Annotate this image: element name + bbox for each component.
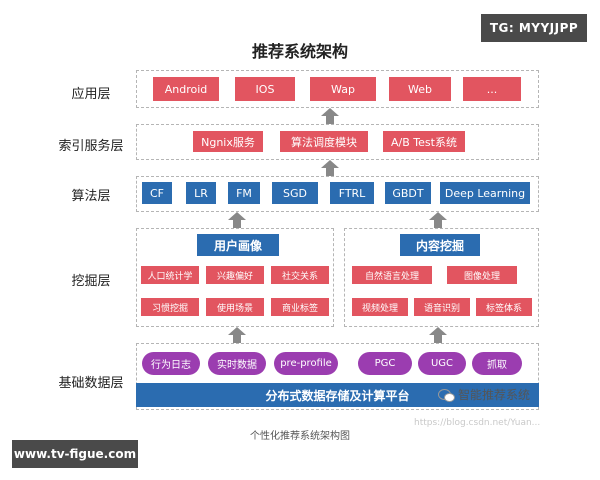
app-item-more: ... [463,77,521,101]
diagram-caption: 个性化推荐系统架构图 [250,431,350,442]
content-item-nlp: 自然语言处理 [352,266,432,284]
app-item-web: Web [389,77,451,101]
app-item-ios: IOS [235,77,295,101]
user-profile-frame [136,228,334,327]
content-item-image: 图像处理 [447,266,517,284]
index-layer-frame [136,124,539,160]
brand-text: 智能推荐系统 [458,388,531,402]
content-mining-title: 内容挖掘 [400,234,480,256]
layer-label-algo: 算法层 [71,189,111,204]
user-profile-title: 用户画像 [197,234,279,256]
layer-label-index: 索引服务层 [58,139,124,154]
content-item-tag-system: 标签体系 [476,298,532,316]
blog-url-watermark: https://blog.csdn.net/Yuan... [414,418,541,428]
layer-label-mining: 挖掘层 [71,274,111,289]
base-layer-frame [136,343,539,410]
base-item-behavior-log: 行为日志 [142,352,200,375]
wechat-icon [438,388,455,402]
content-mining-frame [344,228,539,327]
index-item-abtest: A/B Test系统 [383,131,465,152]
base-item-crawl: 抓取 [472,352,522,375]
user-profile-item-demographics: 人口统计学 [141,266,199,284]
layer-label-base: 基础数据层 [58,376,124,391]
watermark-tg: TG: MYYJJPP [481,14,587,42]
app-layer-frame [136,70,539,108]
base-item-pgc: PGC [358,352,412,375]
brand-badge: 智能推荐系统 [438,386,530,403]
app-item-android: Android [153,77,219,101]
base-item-ugc: UGC [418,352,466,375]
base-item-pre-profile: pre-profile [274,352,338,375]
user-profile-item-habits: 习惯挖掘 [141,298,199,316]
watermark-url: www.tv-figue.com [12,440,138,468]
index-item-nginx: Ngnix服务 [193,131,263,152]
algo-item-gbdt: GBDT [385,182,431,204]
user-profile-item-scenarios: 使用场景 [206,298,264,316]
algo-item-sgd: SGD [272,182,318,204]
algo-item-deep-learning: Deep Learning [440,182,530,204]
user-profile-item-business-tags: 商业标签 [271,298,329,316]
user-profile-item-social: 社交关系 [271,266,329,284]
content-item-video: 视频处理 [352,298,408,316]
algo-item-ftrl: FTRL [330,182,374,204]
layer-label-app: 应用层 [71,87,111,102]
diagram-title: 推荐系统架构 [251,42,348,61]
algo-layer-frame [136,176,539,212]
platform-label: 分布式数据存储及计算平台 [265,388,410,403]
content-item-speech: 语音识别 [414,298,470,316]
algo-item-lr: LR [186,182,216,204]
index-item-scheduler: 算法调度模块 [280,131,368,152]
algo-item-cf: CF [142,182,172,204]
algo-item-fm: FM [228,182,260,204]
user-profile-item-interests: 兴趣偏好 [206,266,264,284]
base-item-realtime-data: 实时数据 [208,352,266,375]
platform-bar: 分布式数据存储及计算平台 [136,383,539,407]
app-item-wap: Wap [310,77,376,101]
